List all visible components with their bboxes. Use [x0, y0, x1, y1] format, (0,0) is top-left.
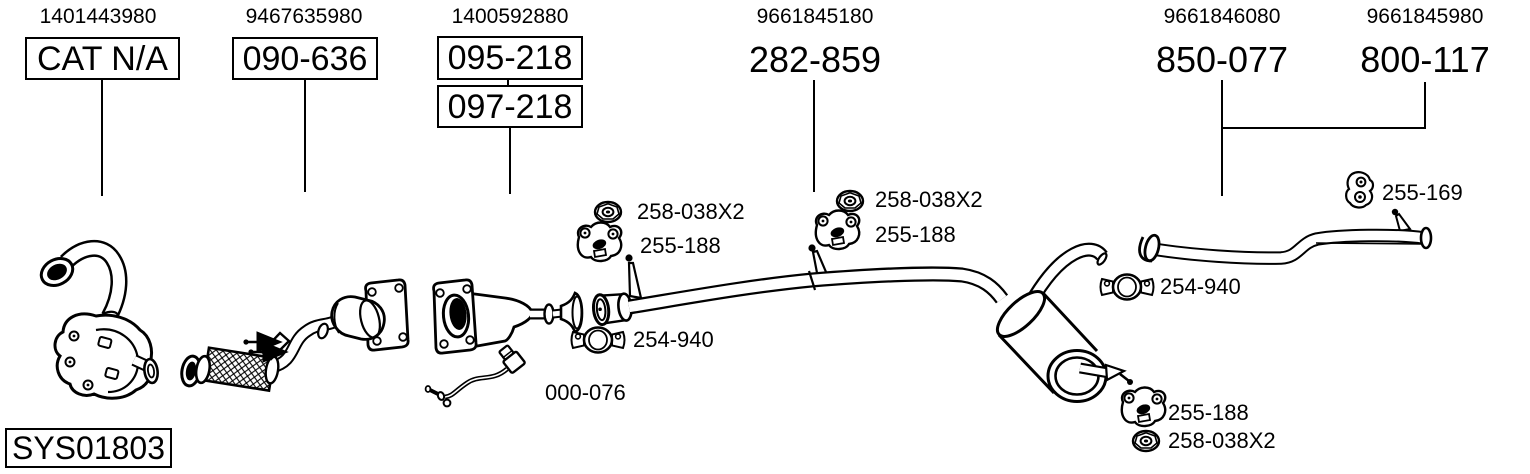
- center-pipe-drawing: [625, 244, 1009, 315]
- part-number-box-cat: CAT N/A: [25, 37, 180, 80]
- callout-oxygen-sensor: 000-076: [545, 380, 626, 405]
- rubber-mount-icon: [576, 221, 623, 263]
- pipe-clamp-icon: [570, 326, 626, 354]
- oem-number-5: 9661846080: [1163, 5, 1281, 28]
- oxygen-sensor-drawing: [424, 344, 526, 408]
- part-number-box-090-636: 090-636: [232, 37, 378, 80]
- rubber-mount-icon: [1120, 386, 1167, 428]
- rubber-hanger-icon: [1345, 171, 1375, 209]
- part-number-282-859: 282-859: [748, 39, 882, 80]
- oem-number-2: 9467635980: [245, 5, 363, 28]
- part-number-850-077: 850-077: [1155, 39, 1289, 80]
- middle-catalyst-drawing: [432, 278, 584, 355]
- part-number-800-117: 800-117: [1360, 39, 1490, 80]
- callout-center-clamp: 254-940: [633, 327, 714, 352]
- muffler-drawing: [995, 242, 1133, 403]
- pipe-coupler-drawing: [591, 292, 633, 327]
- oem-number-3: 1400592880: [451, 5, 569, 28]
- callout-rear-nut: 258-038X2: [1168, 428, 1276, 453]
- part-number-box-097-218: 097-218: [437, 85, 583, 128]
- flange-nut-icon: [593, 200, 623, 224]
- callout-mid-hanger: 255-188: [875, 222, 956, 247]
- callout-center-nut: 258-038X2: [637, 199, 745, 224]
- flange-nut-icon: [835, 189, 865, 213]
- front-downpipe-catalyst-drawing: [39, 240, 159, 400]
- pipe-clamp-icon: [1099, 273, 1155, 301]
- oem-number-1: 1401443980: [39, 5, 157, 28]
- part-number-box-095-218: 095-218: [437, 36, 583, 80]
- system-code-box: SYS01803: [5, 428, 172, 468]
- leader-lines: [101, 80, 1426, 196]
- oem-number-6: 9661845980: [1366, 5, 1484, 28]
- callout-center-hanger: 255-188: [640, 233, 721, 258]
- flange-nut-icon: [1131, 429, 1161, 453]
- callout-rear-hanger: 255-188: [1168, 400, 1249, 425]
- callout-tail-clamp: 254-940: [1160, 274, 1241, 299]
- callout-tail-hanger: 255-169: [1382, 180, 1463, 205]
- tail-pipe-drawing: [1138, 208, 1433, 265]
- rubber-mount-icon: [814, 209, 861, 251]
- flex-pipe-drawing: [180, 303, 350, 393]
- oem-number-4: 9661845180: [756, 5, 874, 28]
- catalytic-converter-drawing: [317, 278, 410, 352]
- callout-mid-nut: 258-038X2: [875, 187, 983, 212]
